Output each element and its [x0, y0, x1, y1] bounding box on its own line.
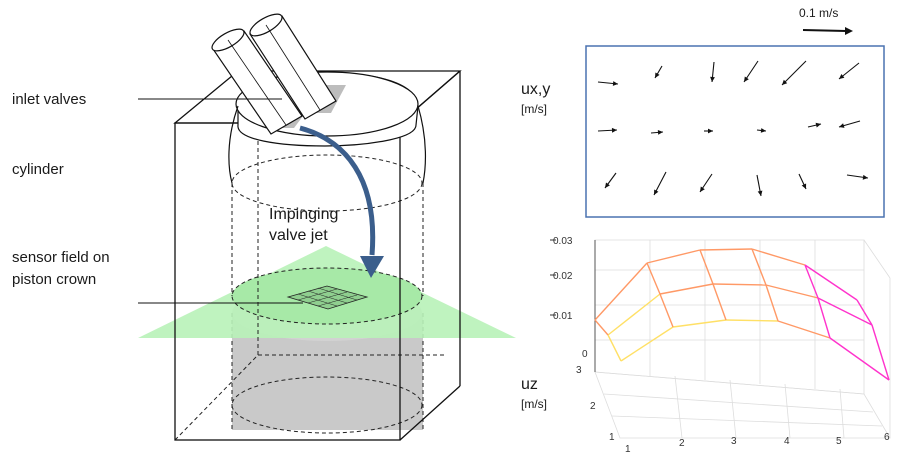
surface-edge	[646, 262, 661, 295]
surface-edge	[646, 249, 701, 264]
x-tick-4: 4	[784, 436, 790, 447]
uxy-unit: [m/s]	[521, 102, 547, 116]
vector-arrowhead	[710, 76, 715, 82]
x-axis-ticks: 1 2 3 4 5 6	[625, 432, 890, 455]
surface-edge	[712, 283, 727, 321]
surface-edge	[594, 319, 609, 336]
surface-edge	[751, 248, 767, 286]
vector-arrowhead	[839, 74, 845, 79]
engine-schematic	[138, 13, 516, 441]
vector-arrowhead	[815, 122, 821, 128]
surface-edge	[620, 326, 674, 362]
vector-arrowhead	[760, 128, 766, 133]
vector-arrowhead	[801, 183, 807, 189]
vector-arrowhead	[657, 130, 663, 135]
z-tick-2: 0.02	[553, 271, 573, 282]
surface-edge	[765, 284, 819, 299]
vector-arrowhead	[611, 127, 617, 133]
jet-label-line1: Impinging	[269, 206, 338, 223]
z-tick-3: 0.01	[553, 311, 573, 322]
z-axis-ticks: 0.03 0.02 0.01 0	[550, 236, 588, 360]
y-tick-2: 2	[590, 401, 596, 412]
surface-edge	[607, 334, 622, 362]
uz-unit: [m/s]	[521, 397, 547, 411]
cylinder-label: cylinder	[12, 161, 64, 178]
surface-edge	[712, 283, 767, 286]
surface-edge	[751, 248, 806, 266]
vector-field-box	[585, 45, 885, 218]
sensor-label-line1: sensor field on	[12, 249, 110, 266]
surface-edge	[817, 297, 831, 339]
y-tick-1: 1	[609, 432, 615, 443]
surface-edge	[725, 319, 779, 322]
vector-arrowhead	[654, 189, 659, 195]
jet-arrow	[299, 125, 384, 278]
vector-arrowhead	[782, 79, 788, 85]
surface-edge	[817, 297, 873, 326]
surface-edge	[699, 248, 753, 251]
x-tick-3: 3	[731, 436, 737, 447]
surface-edge	[659, 293, 674, 328]
vector-arrowhead	[708, 128, 713, 134]
sensor-field	[286, 285, 369, 310]
surface-edge	[804, 264, 858, 301]
surface-edge	[765, 284, 779, 322]
y-axis-ticks: 3 2 1	[576, 365, 615, 443]
surface-edge	[856, 299, 873, 326]
surface-edge	[777, 320, 831, 339]
surface-edge	[672, 319, 727, 328]
z-tick-4: 0	[582, 349, 588, 360]
surface-edge	[871, 324, 890, 381]
scale-bar: 0.1 m/s	[799, 6, 853, 35]
scale-bar-label: 0.1 m/s	[799, 6, 838, 20]
sensor-label-line2: piston crown	[12, 271, 96, 288]
vector-arrowhead	[839, 123, 845, 128]
surface-edge	[659, 283, 714, 295]
vector-arrowhead	[700, 186, 705, 192]
surface-edge	[607, 293, 661, 336]
surface-mesh	[594, 248, 890, 381]
z-tick-1: 0.03	[553, 236, 573, 247]
x-tick-6: 6	[884, 432, 890, 443]
piston-bottom-ellipse	[231, 376, 423, 434]
vector-arrowhead	[744, 76, 749, 82]
x-tick-2: 2	[679, 438, 685, 449]
vector-arrow	[781, 60, 807, 86]
vector-field	[597, 60, 869, 197]
uxy-symbol: ux,y	[521, 81, 550, 98]
vector-arrowhead	[757, 190, 763, 196]
jet-label-line2: valve jet	[269, 227, 328, 244]
inlet-valves-label: inlet valves	[12, 91, 86, 108]
intake-pipes	[211, 13, 337, 135]
surface-edge	[804, 264, 819, 299]
uz-symbol: uz	[521, 376, 538, 393]
x-tick-5: 5	[836, 436, 842, 447]
surface-edge	[594, 262, 648, 321]
vector-arrowhead	[862, 174, 868, 180]
vector-arrowhead	[605, 182, 610, 188]
vector-arrowhead	[655, 72, 660, 78]
surface-plot	[594, 239, 891, 439]
y-tick-3: 3	[576, 365, 582, 376]
surface-edge	[829, 337, 890, 381]
vector-arrowhead	[612, 81, 618, 86]
x-tick-1: 1	[625, 444, 631, 455]
surface-edge	[699, 249, 714, 285]
